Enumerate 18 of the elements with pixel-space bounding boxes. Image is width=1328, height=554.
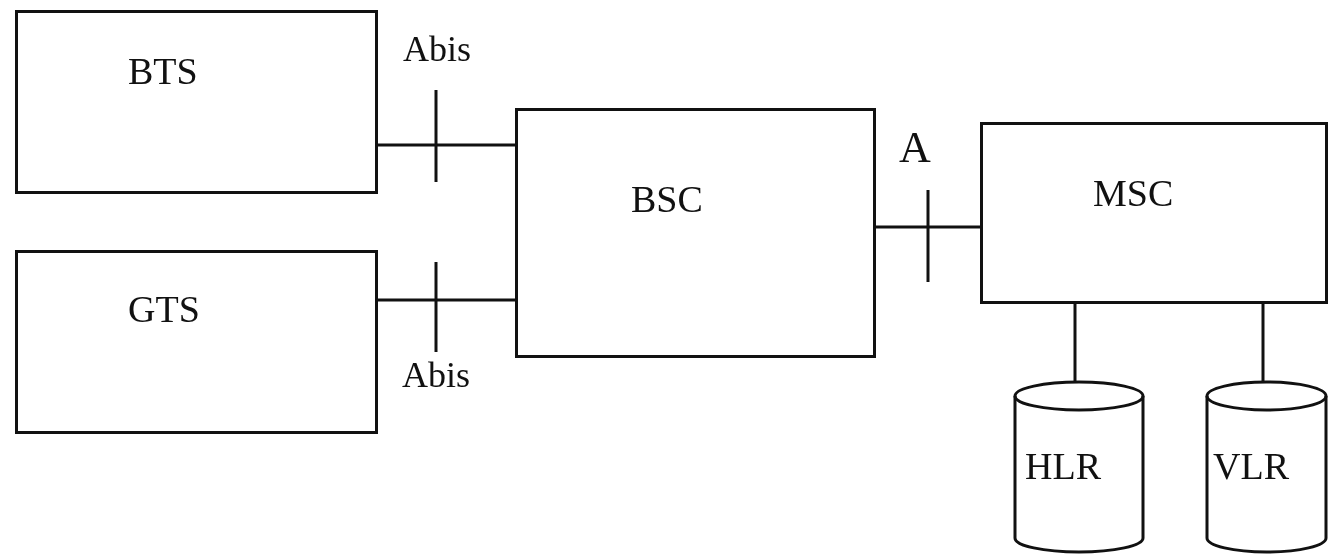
connector-line	[378, 143, 515, 147]
interface-label: Abis	[403, 28, 471, 70]
connector-line	[1261, 304, 1265, 382]
node-label: BTS	[128, 49, 198, 93]
process-box	[980, 122, 1328, 304]
node-label: HLR	[1025, 444, 1101, 488]
process-box	[15, 250, 378, 434]
interface-label: Abis	[402, 354, 470, 396]
connector-line	[1073, 304, 1077, 382]
process-box	[515, 108, 876, 358]
interface-label: A	[899, 122, 931, 173]
node-label: MSC	[1093, 171, 1174, 215]
node-label: BSC	[631, 177, 703, 221]
connector-line	[876, 225, 980, 229]
node-label: VLR	[1213, 444, 1289, 488]
connector-line	[378, 298, 515, 302]
process-box	[15, 10, 378, 194]
node-label: GTS	[128, 287, 200, 331]
